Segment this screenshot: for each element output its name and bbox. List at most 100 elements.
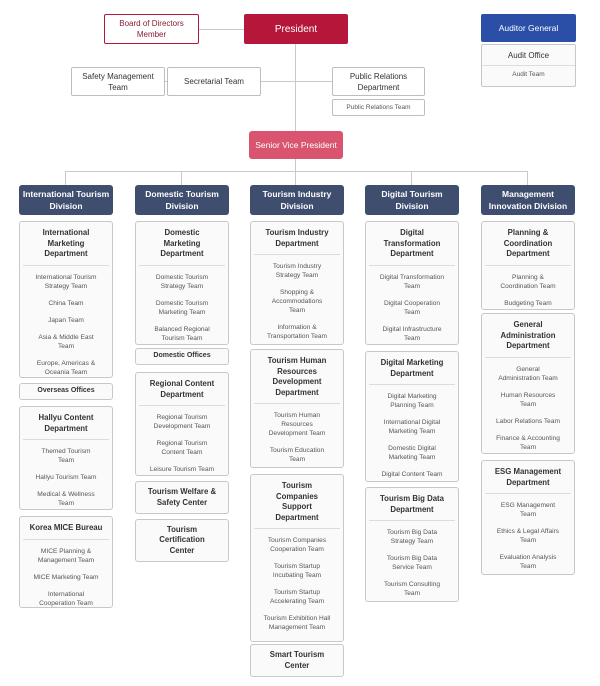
audit-divider (482, 65, 575, 66)
team-item: Leisure Tourism Team (149, 466, 215, 473)
center-title: Overseas Offices (37, 387, 95, 395)
division-title: International Tourism Division (22, 189, 110, 211)
team-item: Balanced Regional Tourism Team (154, 325, 210, 342)
team-item: General Administration Team (498, 365, 558, 382)
team-item: Finance & Accounting Team (496, 434, 560, 451)
department-divider (369, 520, 455, 521)
department-title: Tourism Industry Department (265, 228, 329, 248)
department-title: Digital Marketing Department (380, 358, 444, 378)
department-divider (485, 356, 571, 358)
team-item: Digital Marketing Planning Team (387, 393, 437, 409)
department-title: General Administration Department (500, 320, 556, 350)
team-item: Digital Transformation Team (379, 273, 445, 290)
department-title: International Marketing Department (42, 228, 90, 258)
team-item: Tourism Big Data Strategy Team (386, 529, 438, 545)
department-title: Tourism Companies Support Department (275, 481, 319, 522)
department-title: Planning & Coordination Department (503, 228, 553, 258)
team-item: Planning & Coordination Team (500, 273, 556, 290)
department-title: Hallyu Content Department (38, 413, 94, 433)
pr-department-label: Public Relations Department (349, 71, 408, 92)
safety-label: Safety Management Team (82, 71, 154, 92)
department-divider (23, 264, 109, 266)
division-title: Tourism Industry Division (262, 189, 332, 211)
team-item: Regional Tourism Development Team (153, 414, 211, 430)
team-item: Themed Tourism Team (41, 448, 91, 464)
svp-label: Senior Vice President (255, 140, 337, 150)
center-title: Tourism Certification Center (159, 524, 205, 555)
secretarial-label: Secretarial Team (184, 77, 244, 86)
department-divider (139, 264, 225, 266)
division-header: Tourism Industry Division (250, 185, 344, 215)
center-title: Domestic Offices (153, 352, 211, 360)
team-item: Evaluation Analysis Team (499, 554, 557, 570)
team-item: Tourism Startup Incubating Team (272, 563, 322, 579)
board-of-directors-node: Board of Directors Member (104, 14, 199, 44)
department-divider (23, 439, 109, 440)
secretarial-node: Secretarial Team (167, 67, 261, 96)
team-item: Domestic Tourism Strategy Team (155, 273, 209, 290)
center-box: Smart Tourism Center (250, 644, 344, 677)
team-item: Information & Transportation Team (266, 324, 328, 340)
department-title: Domestic Marketing Department (160, 228, 204, 258)
team-item: ESG Management Team (500, 502, 556, 518)
department-divider (23, 538, 109, 540)
team-item: China Team (48, 299, 84, 307)
department-title: Tourism Human Resources Development Depa… (267, 356, 327, 397)
department-divider (254, 403, 340, 404)
team-item: Digital Cooperation Team (383, 299, 441, 316)
department-title: Tourism Big Data Department (380, 494, 444, 514)
team-item: Domestic Tourism Marketing Team (155, 299, 209, 316)
team-item: Digital Content Team (381, 471, 443, 478)
team-item: Tourism Exhibition Hall Management Team (263, 615, 331, 631)
department-divider (139, 405, 225, 406)
department-divider (254, 254, 340, 255)
team-item: Medical & Wellness Team (37, 491, 95, 507)
center-box: Domestic Offices (135, 348, 229, 365)
team-item: Human Resources Team (500, 391, 556, 408)
division-title: Management Innovation Division (488, 189, 568, 211)
team-item: Digital Infrastructure Team (382, 325, 442, 342)
department-divider (485, 493, 571, 494)
division-header: Management Innovation Division (481, 185, 575, 215)
team-item: Regional Tourism Content Team (156, 440, 208, 456)
board-label: Board of Directors Member (119, 19, 184, 39)
division-title: Digital Tourism Division (381, 189, 443, 211)
center-title: Tourism Welfare & Safety Center (147, 487, 217, 507)
president-node: President (244, 14, 348, 44)
department-divider (369, 384, 455, 385)
department-box: Tourism Human Resources Development Depa… (250, 349, 344, 468)
team-item: MICE Planning & Management Team (37, 547, 95, 564)
center-box: Overseas Offices (19, 383, 113, 400)
senior-vice-president-node: Senior Vice President (249, 131, 343, 159)
department-title: Digital Transformation Department (383, 228, 441, 258)
department-title: Korea MICE Bureau (29, 523, 103, 532)
audit-team-label: Audit Team (512, 71, 545, 78)
president-label: President (274, 23, 318, 35)
center-title: Smart Tourism Center (269, 650, 325, 670)
team-item: International Tourism Strategy Team (35, 273, 97, 290)
team-item: International Digital Marketing Team (383, 419, 441, 435)
division-title: Domestic Tourism Division (145, 189, 219, 211)
safety-management-node: Safety Management Team (71, 67, 165, 96)
team-item: Hallyu Tourism Team (35, 474, 97, 481)
team-item: Ethics & Legal Affairs Team (496, 528, 560, 544)
department-divider (369, 264, 455, 266)
pr-team-node: Public Relations Team (332, 99, 425, 116)
audit-office-box: Audit Office Audit Team (481, 44, 576, 87)
team-item: International Cooperation Team (39, 590, 93, 607)
team-item: Shopping & Accommodations Team (271, 289, 323, 314)
department-divider (485, 264, 571, 266)
department-divider (254, 528, 340, 529)
